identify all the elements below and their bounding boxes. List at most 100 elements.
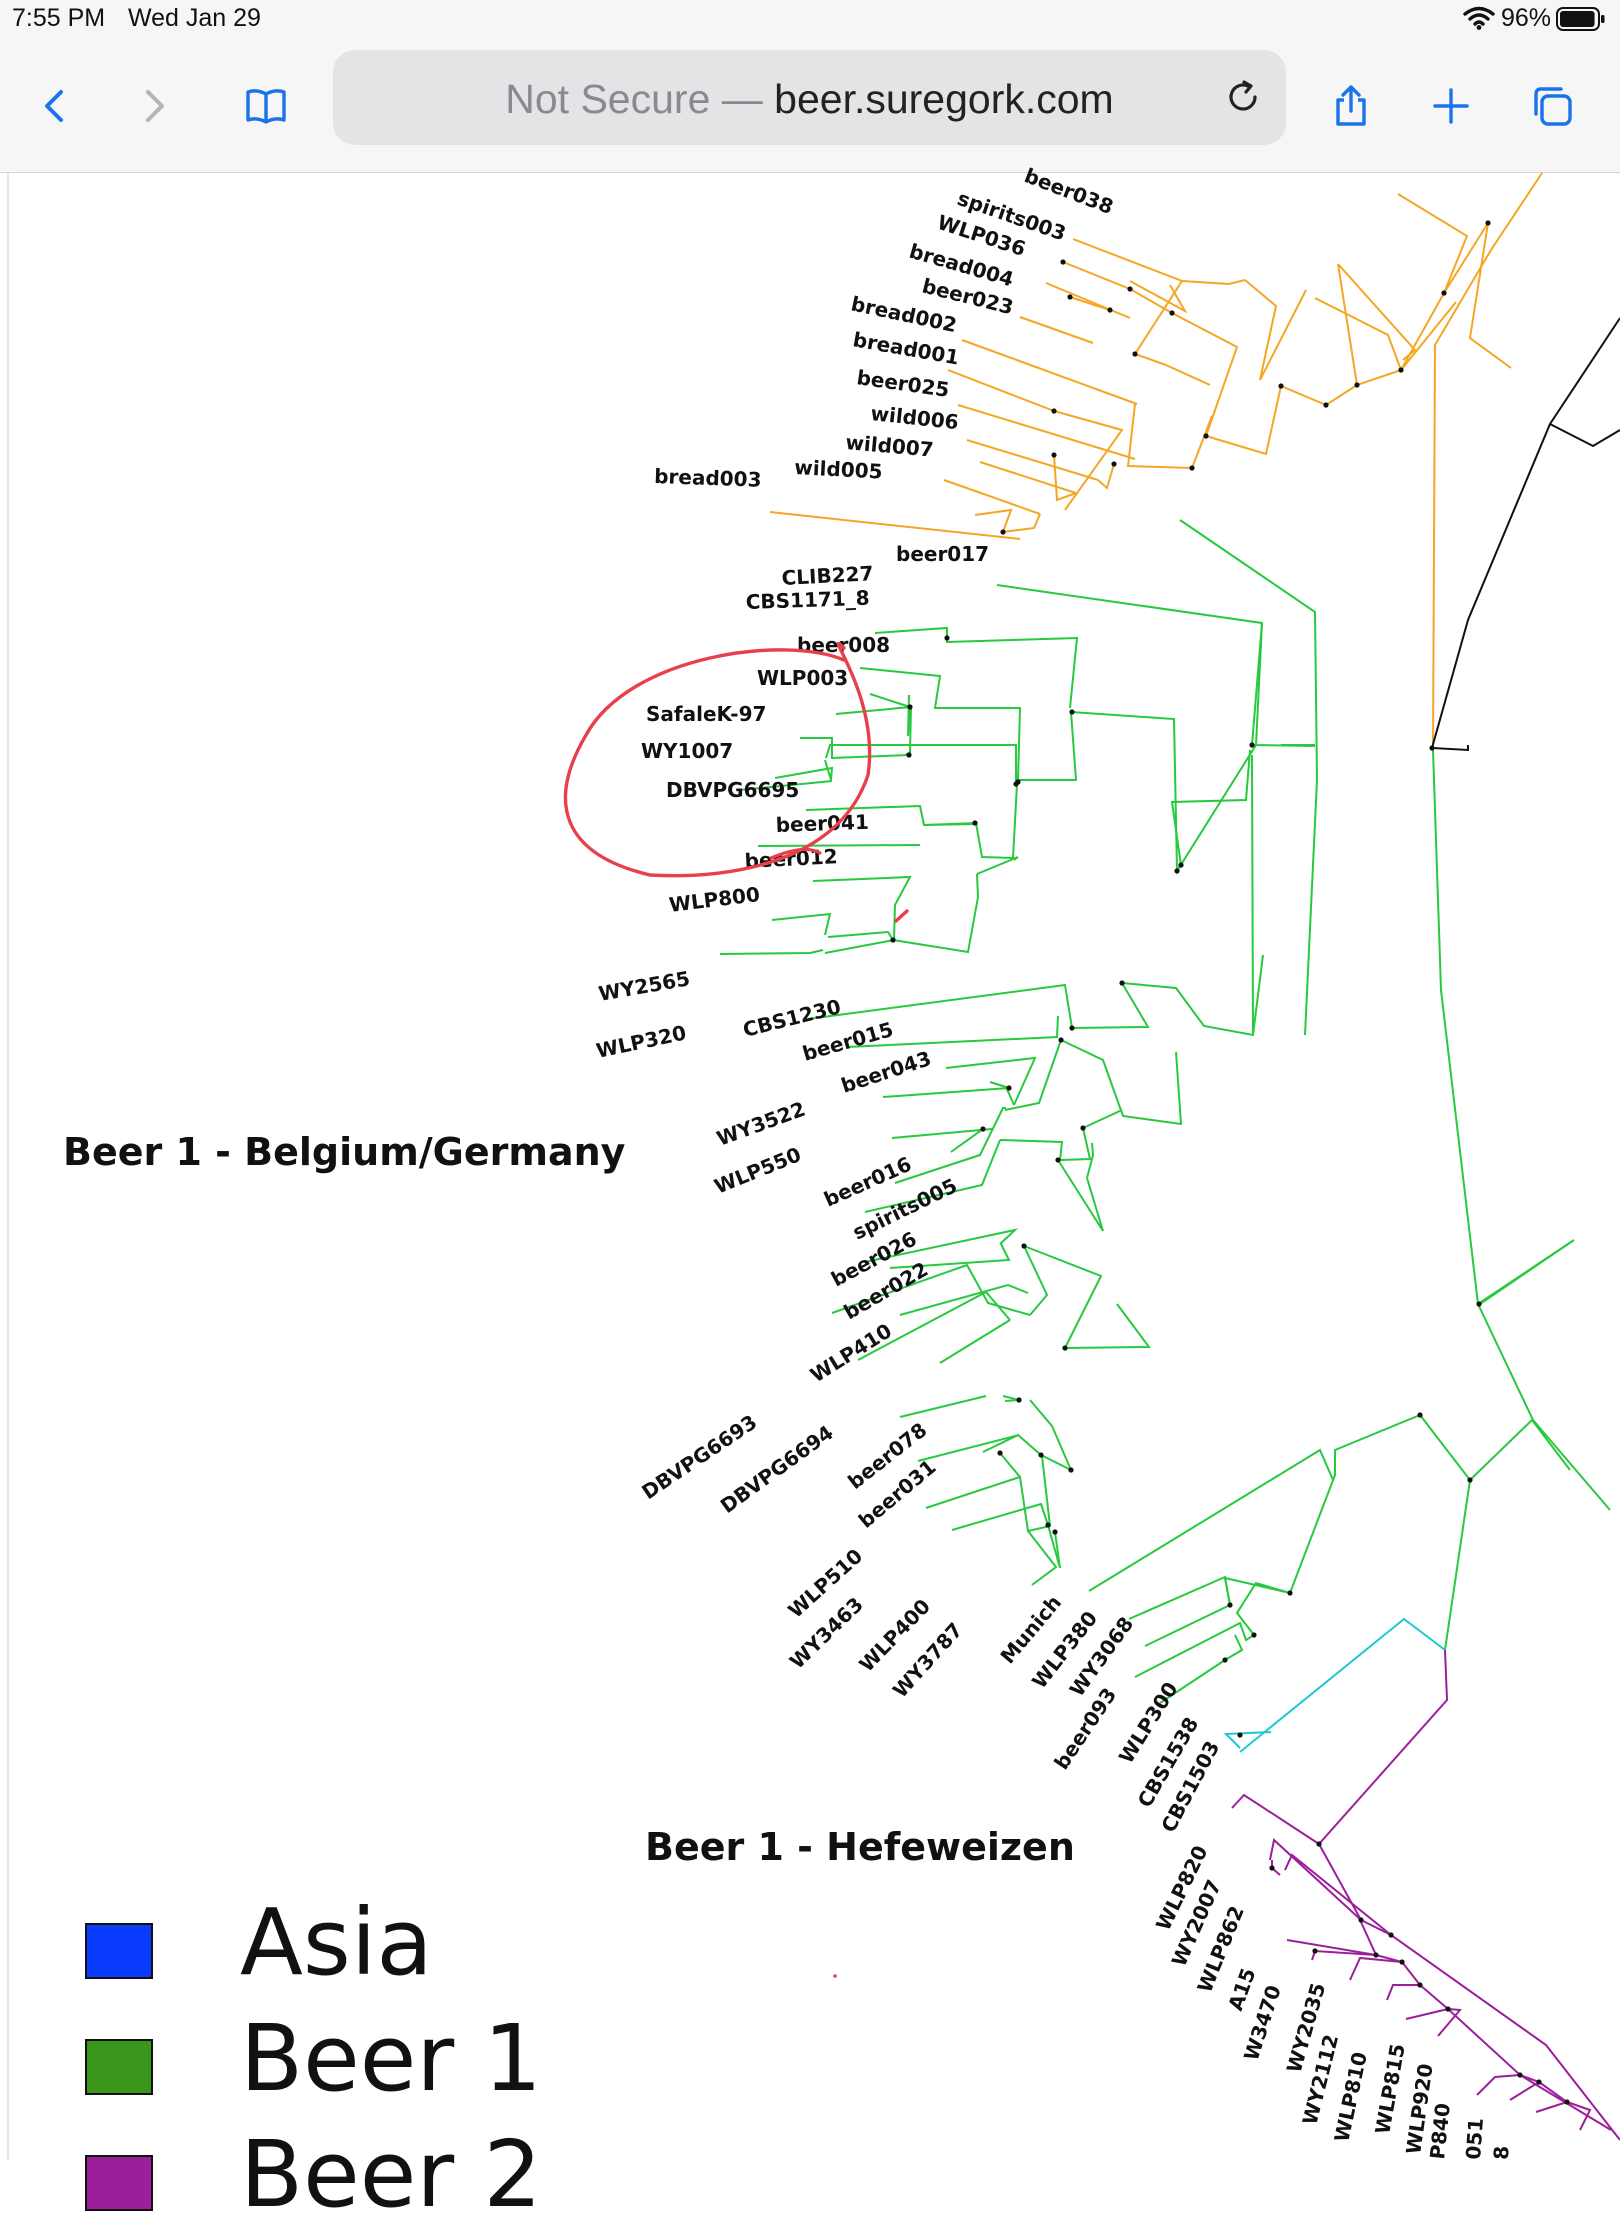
tree-node (1564, 2099, 1570, 2105)
branch-beer1 (1064, 1303, 1151, 1349)
back-button[interactable] (29, 80, 81, 132)
branch-wine (947, 369, 1055, 412)
tabs-icon (1534, 87, 1572, 126)
new-tab-button[interactable] (1425, 80, 1477, 132)
branch-beer1 (864, 1228, 1019, 1263)
legend-swatch-beer1 (85, 2039, 153, 2095)
branch-wine (1053, 454, 1077, 502)
tree-node (906, 752, 912, 758)
tree-node (1485, 220, 1491, 226)
branch-beer2 (1284, 1853, 1392, 1936)
branch-beer1 (889, 1243, 1011, 1269)
leaf-label-wine: wild005 (794, 455, 883, 484)
branch-beer1 (864, 1139, 1001, 1213)
address-bar[interactable]: Not Secure — beer.suregork.com (333, 50, 1286, 145)
leaf-label-beer2: WLP815 (1370, 2042, 1409, 2136)
tree-node (1358, 1917, 1364, 1923)
tree-node (1237, 1732, 1243, 1738)
phylogenetic-tree: beer038spirits003WLP036bread004beer023br… (563, 163, 1620, 2161)
tree-node (1107, 307, 1113, 313)
branch-wine (1129, 280, 1188, 314)
branch-beer2 (1286, 1921, 1378, 1957)
chevron-right-icon (146, 90, 164, 122)
leaf-label-beer1: beer017 (896, 542, 989, 566)
branch-wine (966, 439, 1099, 481)
tabs-button[interactable] (1526, 80, 1578, 132)
annotation-dot (833, 1974, 837, 1978)
tree-branches (719, 172, 1620, 2141)
tree-node (1278, 383, 1284, 389)
branch-wine (1069, 296, 1111, 311)
branch-root (1548, 317, 1620, 448)
branch-beer1 (812, 875, 912, 954)
leaf-label-beer1: WY2565 (597, 966, 692, 1006)
branch-beer1 (999, 1452, 1021, 1478)
branch-beer1 (1070, 711, 1257, 875)
tree-nodes (890, 220, 1570, 2105)
leaf-label-beer2: P840 (1425, 2102, 1455, 2161)
page-edge (7, 173, 9, 2160)
branch-wine (957, 404, 1136, 460)
clade-label-belgium: Beer 1 - Belgium/Germany (63, 1130, 626, 1174)
forward-button[interactable] (128, 80, 180, 132)
branch-wine (1062, 261, 1173, 314)
tree-node (1038, 1452, 1044, 1458)
branch-mixed (1223, 1731, 1272, 1749)
leaf-label-beer1: WLP550 (711, 1142, 805, 1198)
branch-wine (1259, 289, 1307, 381)
branch-wine (1314, 297, 1402, 371)
branch-beer1 (950, 1128, 984, 1153)
branch-wine (1432, 172, 1543, 751)
tree-node (1388, 1932, 1394, 1938)
branch-beer2 (1269, 1838, 1362, 1921)
leaf-label-beer1: beer043 (838, 1046, 934, 1098)
branch-beer1 (1059, 1127, 1092, 1161)
browser-toolbar: Not Secure — beer.suregork.com (0, 40, 1620, 173)
branch-wine (1165, 364, 1211, 386)
book-icon (246, 89, 286, 124)
branch-beer2 (1476, 2074, 1521, 2096)
tree-node (1178, 862, 1184, 868)
branch-mixed (1239, 1617, 1446, 1753)
branch-beer1 (1469, 1418, 1571, 1481)
branch-beer1 (989, 1081, 1015, 1106)
branch-beer1 (1134, 1621, 1255, 1678)
branch-beer1 (857, 1290, 1011, 1361)
leaf-label-beer1: beer012 (744, 844, 838, 873)
branch-beer1 (1179, 519, 1319, 1036)
legend-label-beer2: Beer 2 (240, 2121, 542, 2228)
share-button[interactable] (1325, 80, 1377, 132)
share-icon (1336, 85, 1366, 126)
branch-root (1430, 423, 1551, 752)
leaf-label-beer1: CLIB227 (781, 561, 874, 590)
branch-beer1 (1223, 1576, 1291, 1636)
branch-beer1 (951, 1502, 1049, 1531)
tree-node (1222, 1657, 1228, 1663)
tree-node (1058, 1037, 1064, 1043)
branch-wine (1468, 222, 1512, 369)
tree-node (1052, 1529, 1058, 1535)
branch-beer1 (1477, 1303, 1611, 1511)
leaf-label-beer1: WLP410 (806, 1319, 896, 1388)
tree-node (944, 635, 950, 641)
branch-beer1 (757, 844, 921, 847)
leaf-label-wine: bread003 (654, 464, 762, 492)
tree-node (1119, 980, 1125, 986)
tree-node (1080, 1125, 1086, 1131)
tree-node (1417, 1982, 1423, 1988)
branch-wine (979, 461, 1077, 494)
bookmarks-button[interactable] (240, 80, 292, 132)
tree-node (1445, 2006, 1451, 2012)
branch-beer1 (899, 1283, 1029, 1316)
branch-wine (1002, 513, 1041, 533)
reload-icon[interactable] (1222, 76, 1264, 118)
branch-beer1 (892, 873, 980, 954)
branch-beer1 (835, 705, 913, 755)
branch-beer1 (1027, 1530, 1058, 1586)
annotation-tick (894, 909, 909, 923)
branch-beer1 (1088, 1448, 1334, 1592)
branch-wine (1053, 410, 1124, 511)
tree-node (1467, 1477, 1473, 1483)
branch-beer1 (739, 780, 833, 791)
